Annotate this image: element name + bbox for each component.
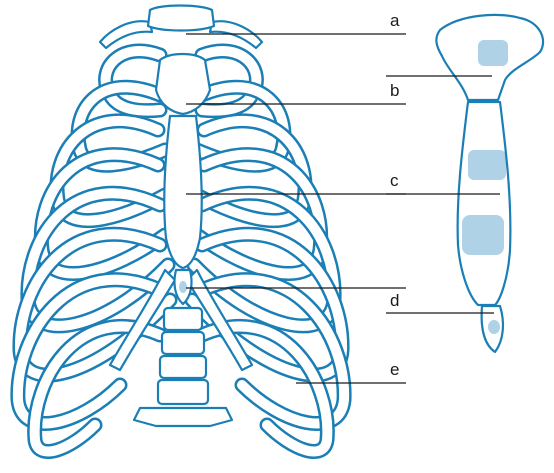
sternum-body <box>164 116 201 268</box>
sternum-detail <box>436 15 543 352</box>
label-b: b <box>390 81 399 100</box>
rib-cage <box>18 6 344 452</box>
label-e: e <box>390 360 399 379</box>
label-c: c <box>390 171 399 190</box>
left-ribs <box>18 51 170 452</box>
right-ribs <box>192 51 344 452</box>
manubrium <box>156 54 210 114</box>
label-a: a <box>390 11 400 30</box>
label-d: d <box>390 291 399 310</box>
sternum-detail-body <box>458 102 511 305</box>
cervical-vertebra <box>148 6 214 31</box>
